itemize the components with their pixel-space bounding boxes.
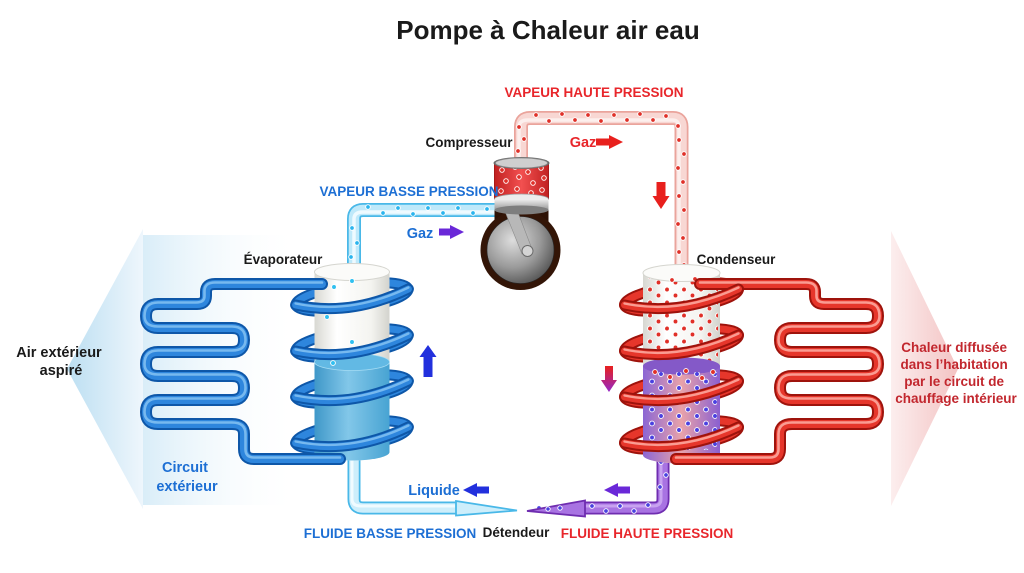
- expansion-valve-outlet: [455, 499, 518, 517]
- expansion-valve-bubbles: [545, 505, 563, 512]
- flow-arrow-up-evaporator-icon: [419, 345, 437, 377]
- condenser-red-droplets: [652, 368, 716, 381]
- liquid-state-label: Liquide: [408, 483, 460, 499]
- flow-arrow-liquid-hot-icon: [604, 483, 630, 497]
- compressor-label: Compresseur: [425, 135, 513, 150]
- flow-arrow-down-condenser-icon: [601, 366, 617, 392]
- diffused-heat-label: Chaleur diffusée dans l’habitation par l…: [895, 340, 1017, 406]
- outdoor-circuit-label: Circuit extérieur: [156, 460, 218, 495]
- indoor-heating-coil: [670, 278, 884, 465]
- evaporator-label: Évaporateur: [244, 252, 324, 267]
- fluid-high-pressure-label: FLUIDE HAUTE PRESSION: [561, 526, 734, 541]
- pipe-fluid-low-pressure: [347, 441, 464, 515]
- compressor-unit: [480, 157, 561, 290]
- expansion-valve-label: Détendeur: [483, 525, 551, 540]
- evaporator-tank: [314, 263, 390, 461]
- diffused-heat-arrow-icon: [891, 231, 958, 506]
- pipe-fluid-high-pressure: [577, 443, 670, 515]
- gas-hot-state-label: Gaz: [570, 135, 597, 151]
- outside-air-arrow-icon: [67, 229, 143, 509]
- evaporator-coil-front: [290, 283, 414, 453]
- flow-arrow-gas-cold-icon: [439, 225, 464, 239]
- flow-arrow-liquid-icon: [463, 483, 489, 497]
- outside-air-label: Air extérieur aspiré: [16, 345, 105, 379]
- vapor-high-pressure-label: VAPEUR HAUTE PRESSION: [504, 85, 683, 100]
- expansion-valve-inlet: [526, 499, 586, 518]
- fluid-low-pressure-label: FLUIDE BASSE PRESSION: [304, 526, 477, 541]
- flow-arrow-gas-hot-icon: [596, 135, 623, 149]
- vapor-low-pressure-label: VAPEUR BASSE PRESSION: [319, 184, 498, 199]
- condenser-coil-front: [619, 283, 744, 453]
- flow-arrow-down-hot-icon: [652, 182, 670, 209]
- gas-cold-state-label: Gaz: [407, 226, 434, 242]
- page-title: Pompe à Chaleur air eau: [396, 15, 699, 45]
- outdoor-circuit-coil: [140, 278, 346, 465]
- pipe-vapor-low-pressure: [347, 203, 507, 289]
- condenser-label: Condenseur: [697, 252, 777, 267]
